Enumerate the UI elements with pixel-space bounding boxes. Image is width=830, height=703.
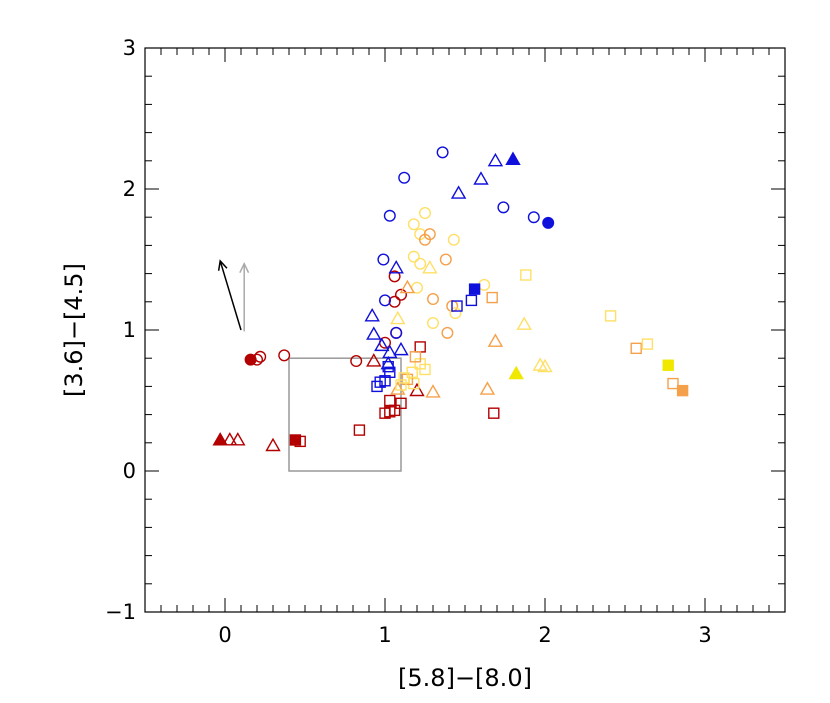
triangle-point [380, 355, 396, 370]
triangle-point [382, 344, 398, 359]
circle-point [388, 295, 401, 308]
circle-point [407, 250, 420, 263]
triangle-point [366, 353, 382, 367]
triangle-point [230, 432, 246, 446]
circle-point [350, 355, 363, 368]
circle-point [254, 350, 267, 363]
tick-marks [144, 47, 786, 613]
y-tick-label: 3 [123, 36, 136, 60]
selection-box [288, 357, 402, 472]
square-point [520, 269, 532, 281]
y-tick-label: 0 [123, 459, 136, 483]
triangle-point [516, 316, 532, 330]
triangle-point [479, 381, 496, 395]
circle-point [398, 171, 411, 184]
x-tick-label: 0 [218, 623, 231, 647]
circle-point [441, 326, 454, 339]
square-point [488, 407, 500, 419]
circle-point [436, 146, 449, 159]
square-point [414, 341, 426, 353]
circle-point [377, 253, 390, 266]
y-tick-label: 2 [123, 177, 136, 201]
tick-labels: 0 1 2 3 −1 0 1 2 3 [105, 36, 712, 647]
square-point [419, 363, 431, 376]
square-point [398, 372, 410, 384]
circle-point [414, 257, 427, 270]
circle-point [407, 218, 420, 231]
square-point [395, 397, 407, 410]
circle-point [278, 349, 291, 362]
y-axis-label: [3.6]−[4.5] [60, 263, 88, 397]
circle-point [478, 278, 491, 291]
circle-point [419, 233, 432, 246]
circle-point [388, 270, 401, 283]
square-point [353, 424, 366, 436]
x-tick-label: 3 [698, 623, 711, 647]
y-tick-label: −1 [105, 600, 136, 624]
x-tick-label: 1 [378, 623, 391, 647]
x-axis-label: [5.8]−[8.0] [398, 664, 532, 692]
triangle-point [508, 365, 524, 380]
triangle-point [388, 260, 404, 274]
triangle-point [422, 260, 438, 274]
overlays [217, 259, 402, 472]
square-point [294, 435, 306, 448]
square-point [486, 291, 498, 304]
circle-point [542, 216, 555, 229]
circle-point [250, 353, 263, 366]
triangle-point [425, 384, 441, 398]
triangle-point [366, 326, 382, 340]
square-point [662, 359, 674, 371]
square-point [384, 394, 396, 407]
triangle-point [409, 382, 425, 397]
square-point [641, 338, 654, 350]
square-point [630, 342, 642, 355]
reddening-vector [239, 262, 250, 332]
square-point [468, 283, 481, 295]
circle-point [497, 201, 510, 214]
x-tick-label: 2 [538, 623, 551, 647]
y-tick-label: 1 [123, 318, 136, 342]
circle-point [395, 288, 408, 301]
triangle-point [399, 279, 416, 294]
reddening-vector [217, 259, 242, 331]
circle-point [427, 316, 440, 329]
triangle-point [487, 152, 504, 167]
square-point [676, 384, 689, 397]
circle-point [390, 326, 403, 339]
triangle-point [473, 171, 489, 185]
triangle-point [505, 151, 521, 165]
circle-point [379, 294, 392, 307]
triangle-point [393, 341, 409, 356]
triangle-point [364, 307, 380, 322]
circle-point [427, 292, 440, 305]
triangle-point [212, 432, 228, 446]
triangle-point [532, 357, 548, 371]
circle-point [449, 307, 462, 320]
square-point [604, 310, 617, 322]
triangle-point [265, 437, 281, 452]
square-point [667, 377, 679, 390]
square-point [409, 351, 422, 363]
triangle-point [487, 333, 504, 347]
circle-point [439, 253, 452, 266]
circle-point [419, 206, 432, 219]
circle-point [447, 233, 460, 246]
circle-point [383, 209, 396, 222]
triangle-point [390, 310, 406, 325]
triangle-point [390, 381, 406, 395]
triangle-point [537, 358, 553, 373]
square-point [382, 360, 394, 373]
triangle-point [450, 185, 467, 199]
circle-point [527, 211, 540, 224]
square-point [451, 300, 463, 312]
square-point [395, 379, 407, 391]
triangle-point [374, 337, 390, 352]
data-points [212, 146, 689, 452]
triangle-point [222, 432, 238, 446]
square-point [465, 294, 478, 307]
